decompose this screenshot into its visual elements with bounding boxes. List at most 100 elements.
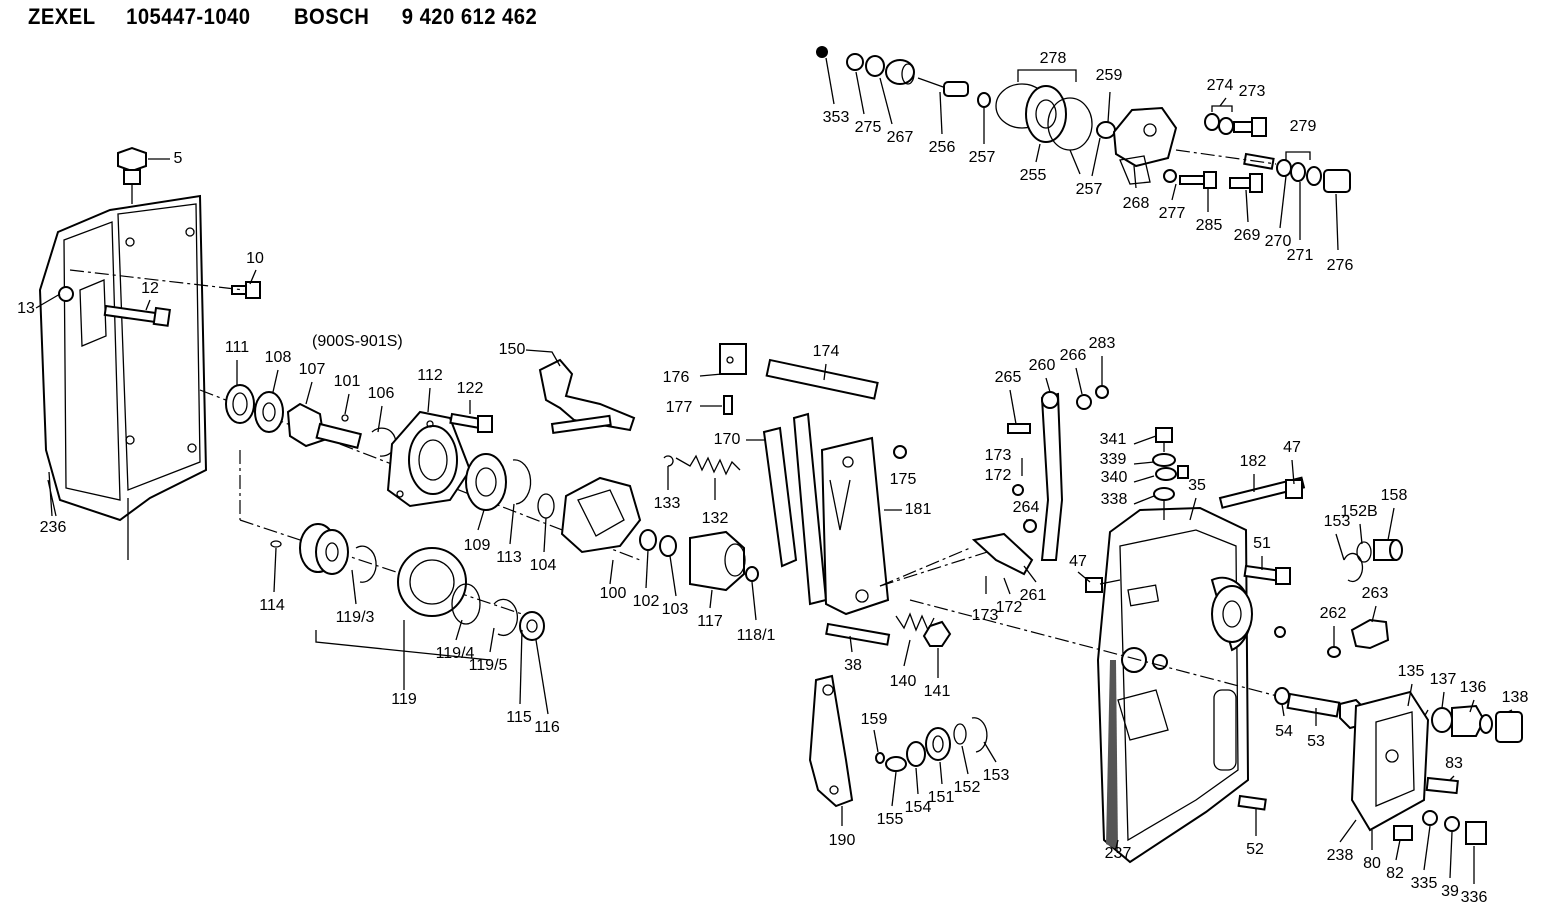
bearing-flange [386,410,493,508]
rear-housing-cover [38,194,208,560]
part-callout-274: 274 [1207,77,1234,94]
part-callout-51: 51 [1253,535,1271,552]
part-callout-107: 107 [299,361,326,378]
part-callout-114: 114 [259,597,285,614]
part-callout-83: 83 [1445,755,1463,772]
part-callout-335: 335 [1411,875,1438,892]
part-callout-182: 182 [1240,453,1267,470]
part-callout-266: 266 [1060,347,1087,364]
part-callout-38: 38 [844,657,862,674]
part-callout-276: 276 [1327,257,1354,274]
start-lever [525,349,636,435]
part-callout-154: 154 [905,799,932,816]
part-callout-175: 175 [890,471,917,488]
part-callout-117: 117 [697,613,723,630]
leader-lines [35,57,1513,884]
part-callout-132: 132 [702,510,729,527]
part-callout-338: 338 [1101,491,1128,508]
part-callout-285: 285 [1196,217,1223,234]
tension-spring [663,454,741,500]
part-callout-138: 138 [1502,689,1529,706]
part-callout-273: 273 [1239,83,1266,100]
part-callout-153: 153 [1324,513,1351,530]
part-callout-257: 257 [969,149,996,166]
part-callout-47: 47 [1283,439,1301,456]
idle-adjusting-screw [1327,539,1403,658]
adjusting-nut-stack [1274,687,1523,743]
zexel-part-number: 105447-1040 [126,4,251,29]
part-callout-277: 277 [1159,205,1186,222]
part-callout-104: 104 [530,557,557,574]
part-callout-269: 269 [1234,227,1261,244]
part-callout-190: 190 [829,832,856,849]
part-callout-151: 151 [928,789,955,806]
part-callout-108: 108 [265,349,292,366]
part-callout-283: 283 [1089,335,1116,352]
part-callout-271: 271 [1287,247,1314,264]
part-callout-101: 101 [334,373,361,390]
brand-bosch: BOSCH [293,4,370,29]
part-callout-115: 115 [506,709,532,726]
part-callout-119-4: 119/4 [436,645,475,662]
part-callout-140: 140 [890,673,917,690]
part-callout-136: 136 [1460,679,1487,696]
part-callout-112: 112 [417,367,443,384]
shutoff-seal-stack [885,717,988,772]
drain-plug [117,146,170,204]
guide-lever [719,343,879,606]
part-callout-122: 122 [457,380,484,397]
part-callout-177: 177 [666,399,693,416]
part-callout-256: 256 [929,139,956,156]
part-callout-116: 116 [534,719,560,736]
part-callout-133: 133 [654,495,681,512]
part-callout-54: 54 [1275,723,1293,740]
part-callout-174: 174 [813,343,840,360]
part-callout-137: 137 [1430,671,1457,688]
part-callout-52: 52 [1246,841,1264,858]
part-callout-339: 339 [1100,451,1127,468]
input-shaft-assembly [199,360,641,561]
cover-plate [1237,690,1487,845]
bearing-and-rings [465,453,555,519]
part-callout-268: 268 [1123,195,1150,212]
part-callout-158: 158 [1381,487,1408,504]
part-callout-255: 255 [1020,167,1047,184]
tension-lever-link [879,385,1109,594]
part-callout-181: 181 [905,501,932,518]
part-callout-141: 141 [924,683,951,700]
part-callout-237: 237 [1105,845,1132,862]
part-callout-39: 39 [1441,883,1459,900]
part-callout-153: 153 [983,767,1010,784]
part-callout-109: 109 [464,537,491,554]
part-callout-261: 261 [1020,587,1047,604]
part-callout-113: 113 [496,549,522,566]
part-callout-13: 13 [17,300,35,317]
part-callout-82: 82 [1386,865,1404,882]
part-callout-257: 257 [1076,181,1103,198]
part-callout-103: 103 [662,601,689,618]
part-callout-172: 172 [996,599,1023,616]
part-callout-170: 170 [714,431,741,448]
fuel-control-lever [820,436,907,616]
part-callout-35: 35 [1188,477,1206,494]
part-callout-265: 265 [995,369,1022,386]
part-callout-264: 264 [1013,499,1040,516]
bosch-part-number: 9 420 612 462 [401,4,538,29]
part-callout-262: 262 [1320,605,1347,622]
aneroid-compensator [816,46,1351,193]
part-callout-279: 279 [1290,118,1317,135]
flyweight-assembly [560,476,759,592]
part-callout-278: 278 [1040,50,1067,67]
part-callout-5: 5 [174,150,183,167]
part-callout-275: 275 [855,119,882,136]
part-callout-12: 12 [141,280,159,297]
part-callout-159: 159 [861,711,888,728]
part-callout-176: 176 [663,369,690,386]
part-callout-173: 173 [972,607,999,624]
part-callout-263: 263 [1362,585,1389,602]
part-callout-10: 10 [246,250,264,267]
part-callout-336: 336 [1461,889,1488,906]
part-callout-102: 102 [633,593,660,610]
